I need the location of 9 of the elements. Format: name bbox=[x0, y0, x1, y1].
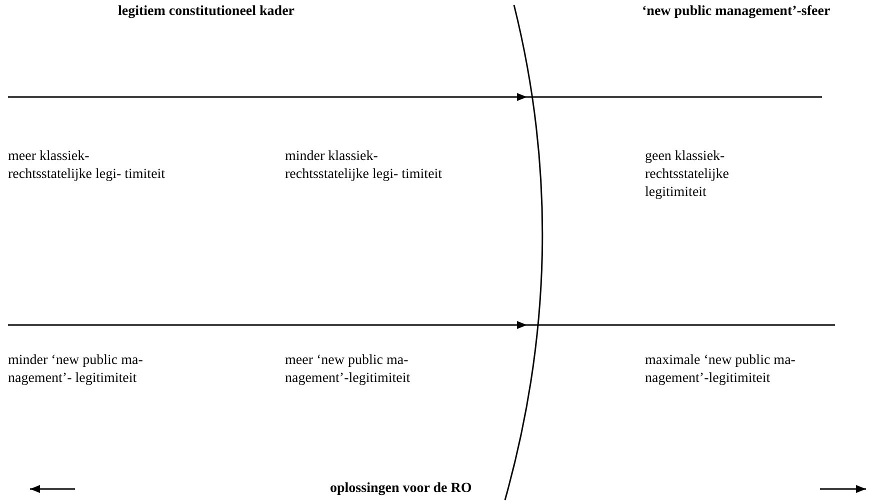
column-text: geen klassiek- rechtsstatelijke legitimiteit bbox=[645, 148, 730, 202]
column-text: minder klassiek- rechtsstatelijke legi- timiteit bbox=[285, 148, 443, 184]
heading: legitiem constitutioneel kader bbox=[118, 3, 296, 21]
column-text: maximale ‘new public ma- nagement’-legitimiteit bbox=[645, 352, 796, 388]
axis-caption: oplossingen voor de RO bbox=[330, 480, 473, 498]
column-text: meer klassiek- rechtsstatelijke legi- timiteit bbox=[8, 148, 166, 184]
column-text: minder ‘new public ma- nagement’- legitimiteit bbox=[8, 352, 144, 388]
column-text: meer ‘new public ma- nagement’-legitimiteit bbox=[285, 352, 412, 388]
heading: ‘new public management’-sfeer bbox=[642, 3, 832, 21]
